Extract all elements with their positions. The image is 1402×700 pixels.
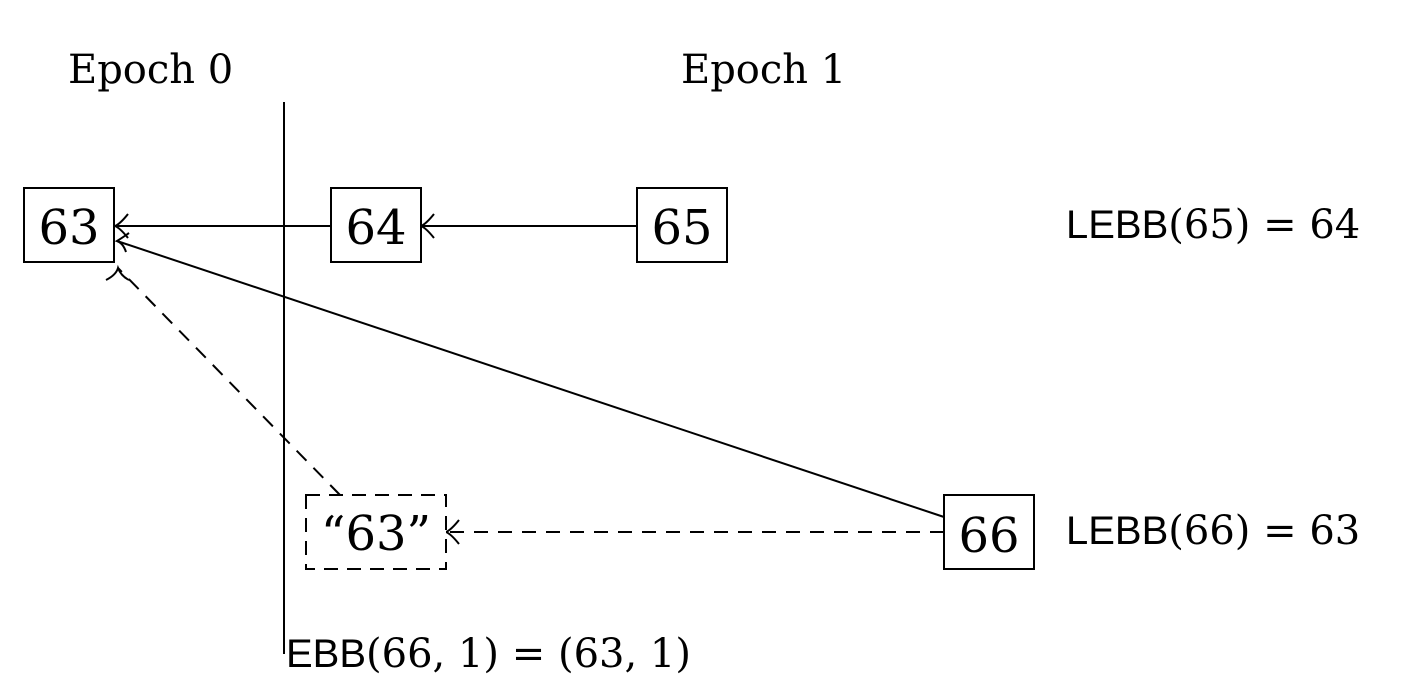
block-66-box: [943, 494, 1035, 570]
block-65-label: 65: [651, 200, 712, 256]
block-66: 66: [943, 494, 1035, 570]
lebb-65-annotation: LEBB(65) = 64: [1066, 202, 1360, 248]
block-65: 65: [636, 187, 728, 263]
ebb-66-fn: EBB: [286, 632, 366, 676]
lebb-65-fn: LEBB: [1066, 203, 1168, 247]
lebb-66-fn: LEBB: [1066, 509, 1168, 553]
edge-virtual63-to-63: [117, 267, 341, 496]
block-64-label: 64: [345, 200, 406, 256]
block-66-label: 66: [958, 508, 1019, 564]
ebb-66-rest: (66, 1) = (63, 1): [366, 631, 691, 677]
epoch-0-label: Epoch 0: [68, 47, 233, 93]
arrowhead-into-63-from-66: [114, 232, 130, 253]
lebb-66-rest: (66) = 63: [1168, 508, 1360, 554]
block-63-label: 63: [38, 200, 99, 256]
ebb-66-annotation: EBB(66, 1) = (63, 1): [286, 631, 691, 677]
block-64-box: [330, 187, 422, 263]
virtual-block-63: “63”: [305, 494, 447, 570]
virtual-block-63-label: “63”: [321, 506, 431, 562]
arrowhead-into-63-from-virtual63: [105, 264, 130, 281]
virtual-block-63-box: [305, 494, 447, 570]
block-65-box: [636, 187, 728, 263]
lebb-66-annotation: LEBB(66) = 63: [1066, 508, 1360, 554]
edge-66-to-63: [116, 240, 945, 518]
epoch-1-label: Epoch 1: [681, 47, 846, 93]
lebb-65-rest: (65) = 64: [1168, 202, 1360, 248]
block-64: 64: [330, 187, 422, 263]
block-63: 63: [23, 187, 115, 263]
block-63-box: [23, 187, 115, 263]
